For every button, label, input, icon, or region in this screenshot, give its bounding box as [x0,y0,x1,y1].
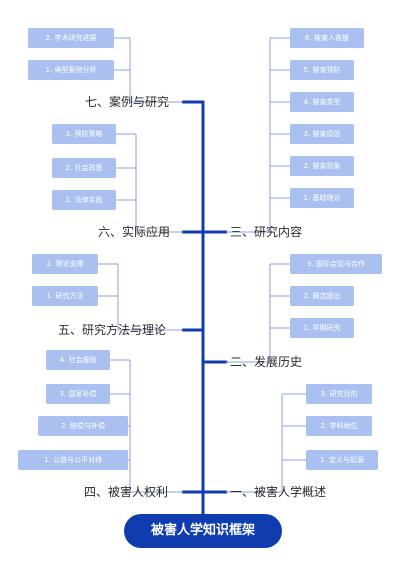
leaf-b5-1[interactable]: 1. 研究方法 [32,286,98,306]
leaf-b2-1[interactable]: 1. 早期研究 [290,318,354,338]
leaf-b3-6[interactable]: 6. 被害人救援 [290,28,364,48]
leaf-b6-2[interactable]: 2. 社会政策 [52,158,116,178]
leaf-b3-1[interactable]: 1. 基础理论 [290,188,354,208]
leaf-b1-3[interactable]: 3. 研究目的 [306,384,372,404]
leaf-b5-2[interactable]: 2. 理论支撑 [32,254,98,274]
leaf-b7-2[interactable]: 2. 学术研究进展 [28,28,114,48]
branch-label-b5[interactable]: 五、研究方法与理论 [58,323,167,337]
leaf-b4-2[interactable]: 2. 赔偿与补偿 [38,416,128,436]
leaf-b2-3[interactable]: 3. 国际会议与合作 [290,254,382,274]
leaf-b7-1[interactable]: 1. 典型案例分析 [28,60,114,80]
branch-label-b4[interactable]: 四、被害人权利 [84,485,169,499]
leaf-b4-4[interactable]: 4. 社会援助 [46,350,110,370]
root-node[interactable]: 被害人学知识框架 [124,514,282,548]
leaf-b3-5[interactable]: 5. 被害预防 [290,60,354,80]
leaf-b1-1[interactable]: 1. 定义与起源 [306,450,378,470]
branch-label-b3[interactable]: 三、研究内容 [230,225,303,239]
leaf-b4-1[interactable]: 1. 公道与公平对待 [18,450,128,470]
leaf-b3-2[interactable]: 2. 被害现象 [290,156,354,176]
leaf-b6-3[interactable]: 3. 预防策略 [52,124,116,144]
leaf-b3-3[interactable]: 3. 被害原因 [290,124,354,144]
branch-label-b6[interactable]: 六、实际应用 [98,225,171,239]
leaf-b4-3[interactable]: 3. 国家补偿 [46,384,110,404]
leaf-b2-2[interactable]: 2. 概念提出 [290,286,354,306]
branch-label-b1[interactable]: 一、被害人学概述 [230,485,327,499]
leaf-b6-1[interactable]: 1. 法律实践 [52,190,116,210]
branch-label-b2[interactable]: 二、发展历史 [230,355,303,369]
branch-label-b7[interactable]: 七、案例与研究 [85,95,170,109]
leaf-b1-2[interactable]: 2. 学科地位 [306,416,372,436]
leaf-b3-4[interactable]: 4. 被害类型 [290,92,354,112]
